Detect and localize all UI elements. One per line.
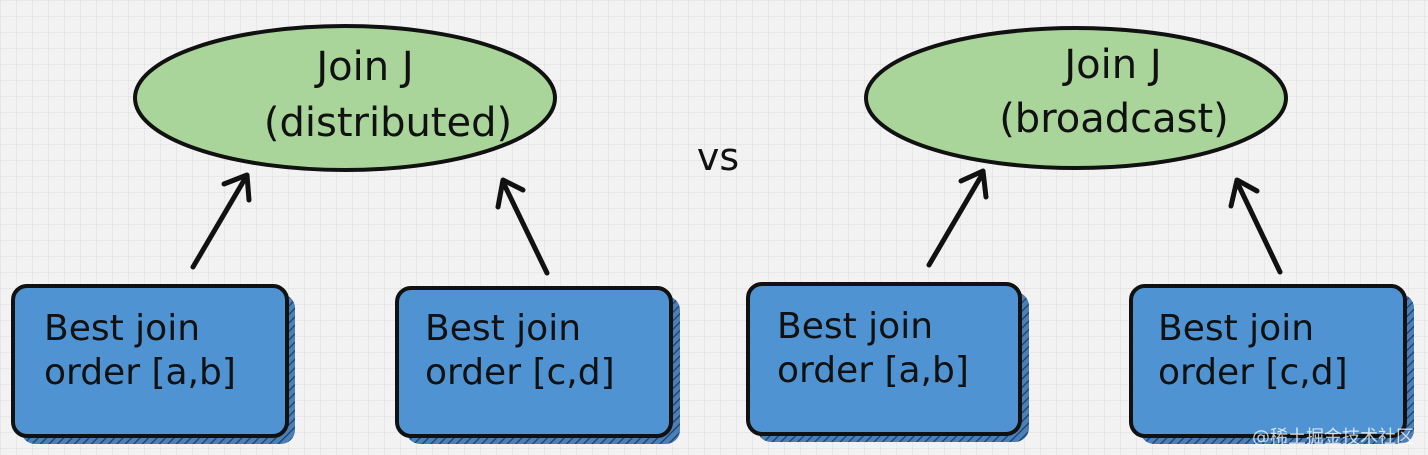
input-box-broadcast-ab: Best join order [a,b] [746,282,1029,442]
input-box-line1: Best join [777,306,933,347]
input-box-line1: Best join [44,308,200,349]
vs-label: vs [697,135,739,179]
join-node-strategy: (distributed) [264,100,512,146]
input-box-line1: Best join [1158,308,1314,349]
join-node-distributed: Join J (distributed) [133,24,557,172]
input-box-distributed-cd: Best join order [c,d] [395,286,680,444]
arrow-cd-to-broadcast [1228,177,1283,275]
input-box-line1: Best join [425,308,581,349]
join-node-title: Join J [1061,42,1161,88]
input-box-line2: order [c,d] [425,352,615,393]
watermark: @稀土掘金技术社区 [1252,427,1414,448]
input-box-line2: order [a,b] [777,350,969,391]
input-box-broadcast-cd: Best join order [c,d] [1129,284,1414,444]
arrow-ab-to-distributed [190,172,252,270]
input-box-line2: order [a,b] [44,352,236,393]
join-node-broadcast: Join J (broadcast) [864,26,1288,170]
join-node-strategy: (broadcast) [999,96,1229,142]
input-box-distributed-ab: Best join order [a,b] [11,284,295,444]
arrow-ab-to-broadcast [926,168,989,268]
join-node-title: Join J [313,44,413,90]
input-box-line2: order [c,d] [1158,352,1348,393]
arrow-cd-to-distributed [495,177,550,276]
